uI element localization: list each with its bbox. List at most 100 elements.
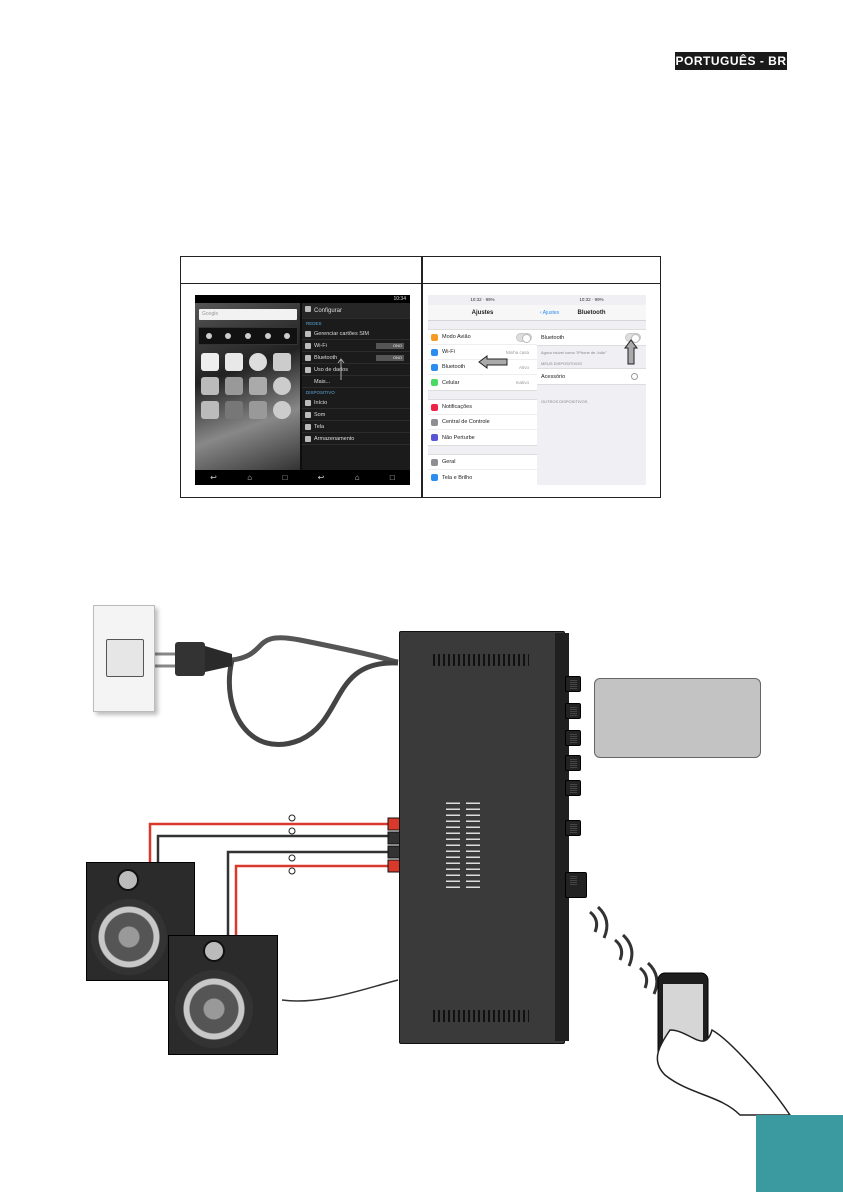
amp-top-vent: [433, 654, 529, 666]
android-row-home[interactable]: Início: [302, 397, 410, 409]
app-icon: [201, 377, 219, 395]
arrow-up-icon: [624, 339, 638, 365]
ios-row-notifications[interactable]: Notificações: [428, 400, 537, 415]
notifications-icon: [431, 404, 438, 411]
amplifier-front-panel: [555, 633, 569, 1041]
recents-icon[interactable]: □: [389, 473, 395, 482]
android-row-sim[interactable]: Gerenciar cartões SIM: [302, 328, 410, 340]
android-nav-bar: ↩ ⌂ □ ↩ ⌂ □: [195, 470, 410, 485]
ios-page-title: ‹ Ajustes Bluetooth: [537, 305, 646, 321]
airplane-switch[interactable]: [516, 333, 532, 343]
app-icon: [225, 401, 243, 419]
back-icon[interactable]: ↩: [317, 473, 325, 482]
gear-icon: [431, 459, 438, 466]
control-knob[interactable]: [565, 676, 581, 692]
ios-row-general[interactable]: Geral: [428, 455, 537, 470]
ios-back-button[interactable]: ‹ Ajustes: [540, 310, 560, 316]
amp-bottom-vent: [433, 1010, 529, 1022]
control-knob[interactable]: [565, 703, 581, 719]
wifi-icon: [305, 343, 311, 349]
app-icon: [225, 353, 243, 371]
ios-row-airplane[interactable]: Modo Avião: [428, 330, 537, 345]
ios-status-bar: 10:32 · 99%: [579, 297, 604, 302]
android-app-grid: [201, 353, 297, 419]
android-search-bar: Google: [199, 309, 297, 320]
ios-page-title: Ajustes: [428, 305, 537, 321]
screenshots-table: [180, 256, 661, 498]
home-icon[interactable]: ⌂: [247, 473, 253, 482]
app-icon: [249, 377, 267, 395]
power-plug-icon: [175, 642, 205, 676]
sync-icon: [264, 333, 271, 339]
ios-devices-group: Acessório: [537, 368, 646, 385]
android-row-data-usage[interactable]: Uso de dados: [302, 364, 410, 376]
ios-row-control-center[interactable]: Central de Controle: [428, 415, 537, 430]
android-section-label: REDES: [306, 321, 322, 326]
android-row-sound[interactable]: Som: [302, 409, 410, 421]
app-icon: [273, 353, 291, 371]
speaker-wire-red: [148, 822, 388, 868]
wifi-icon: [431, 349, 438, 356]
moon-icon: [431, 434, 438, 441]
ios-section-label: OUTROS DISPOSITIVOS: [541, 399, 588, 404]
wireless-signal-icon: [589, 905, 659, 995]
app-icon: [225, 377, 243, 395]
location-icon: [244, 333, 251, 339]
recents-icon[interactable]: □: [282, 473, 288, 482]
ios-row-do-not-disturb[interactable]: Não Perturbe: [428, 430, 537, 445]
ios-row-accessory[interactable]: Acessório: [537, 369, 646, 384]
speaker-wire-black: [156, 834, 388, 868]
ios-row-bluetooth-toggle[interactable]: Bluetooth: [537, 330, 646, 345]
control-knob[interactable]: [565, 730, 581, 746]
android-row-more[interactable]: Mais...: [302, 376, 410, 388]
control-knob[interactable]: [565, 820, 581, 836]
control-knob[interactable]: [565, 755, 581, 771]
ios-bluetooth-group: Bluetooth: [537, 329, 646, 346]
ios-settings-group: Notificações Central de Controle Não Per…: [428, 399, 537, 446]
app-icon: [273, 401, 291, 419]
android-quick-settings: [198, 327, 298, 345]
table-header-row: [181, 257, 660, 284]
bluetooth-switch[interactable]: [625, 333, 641, 343]
amplifier-unit: [399, 631, 565, 1044]
language-badge: PORTUGUÊS - BR: [675, 52, 787, 70]
android-home-panel: Google: [195, 303, 300, 470]
display-icon: [305, 424, 311, 430]
android-screenshot: 10:34 Google Configurar REDES Gerenciar …: [195, 295, 410, 485]
home-icon[interactable]: ⌂: [354, 473, 360, 482]
app-icon: [273, 377, 291, 395]
wifi-icon: [205, 333, 212, 339]
info-box: [594, 678, 761, 758]
wall-outlet: [93, 605, 155, 712]
app-icon: [249, 401, 267, 419]
android-row-storage[interactable]: Armazenamento: [302, 433, 410, 445]
wifi-toggle[interactable]: ONO: [376, 343, 404, 349]
brightness-icon: [431, 474, 438, 481]
bluetooth-toggle[interactable]: ONO: [376, 355, 404, 361]
airplane-icon: [431, 334, 438, 341]
ios-section-label: MEUS DISPOSITIVOS: [541, 361, 582, 366]
settings-icon: [284, 333, 291, 339]
android-row-display[interactable]: Tela: [302, 421, 410, 433]
sound-icon: [305, 412, 311, 418]
control-knob[interactable]: [565, 780, 581, 796]
woofer: [91, 899, 167, 975]
data-usage-icon: [305, 367, 311, 373]
arrow-up-icon: [337, 358, 345, 380]
back-icon[interactable]: ↩: [210, 473, 217, 482]
info-icon[interactable]: [631, 373, 638, 380]
volume-knob[interactable]: [565, 872, 587, 898]
app-icon: [201, 401, 219, 419]
android-settings-title: Configurar: [302, 303, 410, 319]
bluetooth-icon: [431, 364, 438, 371]
connection-diagram: [148, 635, 792, 1116]
app-icon: [201, 353, 219, 371]
ios-row-display[interactable]: Tela e Brilho: [428, 470, 537, 485]
arrow-left-icon: [478, 355, 508, 369]
